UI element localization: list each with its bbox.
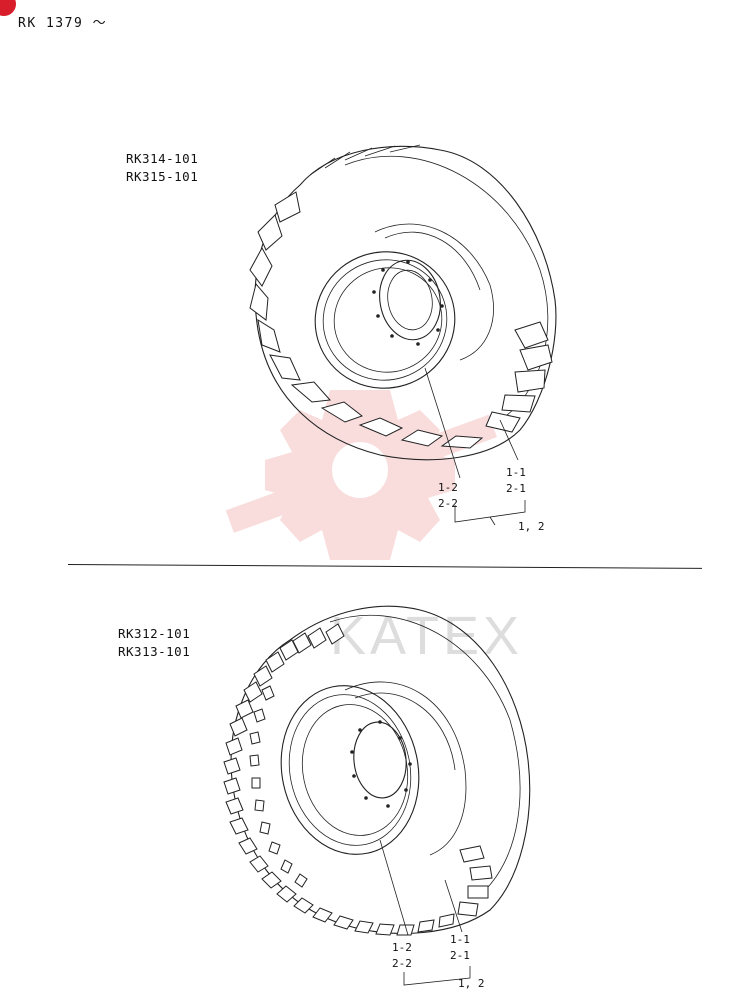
upper-model-list: RK314-101 RK315-101 — [126, 150, 198, 186]
callout-text: 1-1 — [506, 466, 526, 479]
lower-callout-left: 1-2 2-2 — [392, 940, 412, 972]
lower-callout-right: 1-1 2-1 — [450, 932, 470, 964]
model-label: RK315-101 — [126, 169, 199, 184]
callout-text: 2-1 — [506, 482, 526, 495]
callout-text: 2-2 — [392, 957, 412, 970]
corner-badge — [0, 0, 16, 16]
lower-callout-group: 1, 2 — [458, 977, 485, 990]
model-label: RK312-101 — [118, 626, 191, 641]
callout-text: 2-2 — [438, 497, 458, 510]
callout-text: 1-2 — [438, 481, 458, 494]
callout-text: 2-1 — [450, 949, 470, 962]
lower-model-list: RK312-101 RK313-101 — [118, 625, 190, 661]
callout-text: 1-2 — [392, 941, 412, 954]
model-label: RK313-101 — [118, 644, 191, 659]
upper-callout-left: 1-2 2-2 — [438, 480, 458, 512]
lower-tire-drawing — [223, 605, 531, 986]
upper-callout-group: 1, 2 — [518, 520, 545, 533]
upper-callout-right: 1-1 2-1 — [506, 465, 526, 497]
callout-text: 1-1 — [450, 933, 470, 946]
page-title: RK 1379 ～ — [18, 16, 108, 31]
upper-tire-drawing — [249, 144, 557, 526]
model-label: RK314-101 — [126, 151, 199, 166]
